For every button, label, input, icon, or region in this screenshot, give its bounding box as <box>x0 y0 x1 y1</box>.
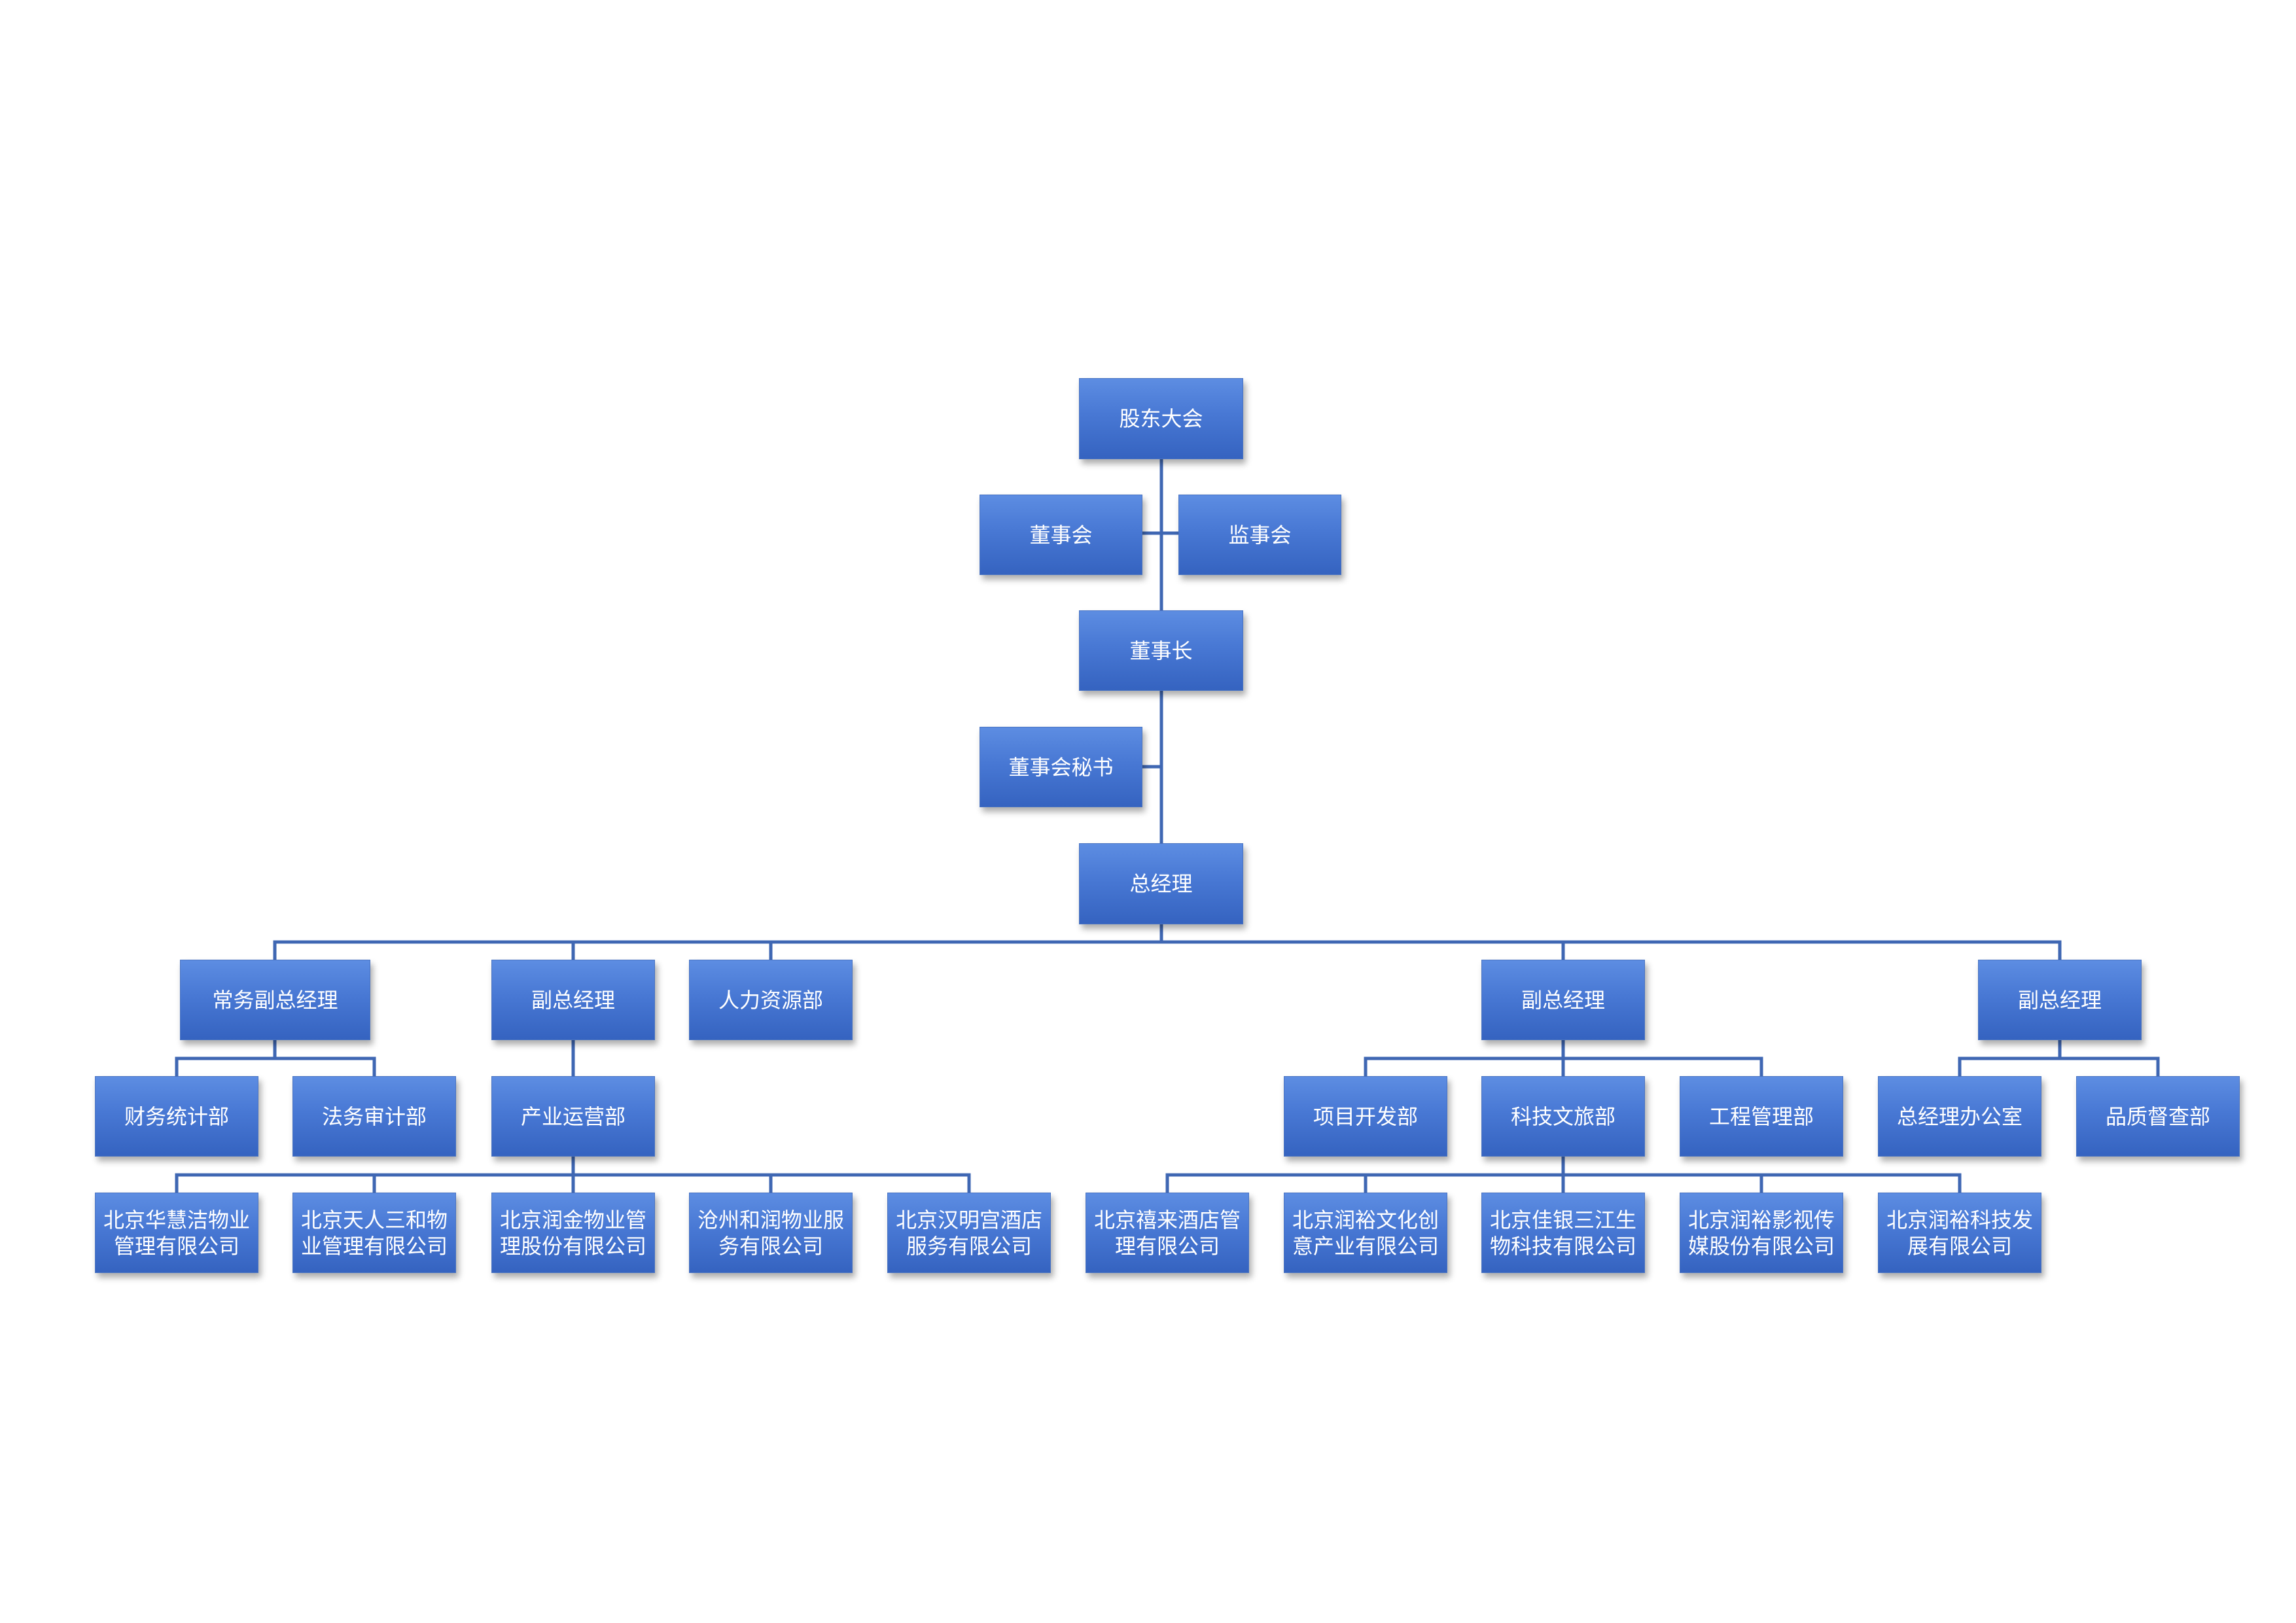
node-company-jiayin-sanjiang: 北京佳银三江生 物科技有限公司 <box>1481 1193 1645 1273</box>
node-general-manager: 总经理 <box>1079 843 1243 924</box>
node-quality-supervision-dept: 品质督查部 <box>2076 1076 2240 1157</box>
node-finance-statistics-dept: 财务统计部 <box>95 1076 258 1157</box>
node-company-cangzhou-herun: 沧州和润物业服 务有限公司 <box>689 1193 853 1273</box>
node-company-huahuijie: 北京华慧洁物业 管理有限公司 <box>95 1193 258 1273</box>
node-engineering-management-dept: 工程管理部 <box>1680 1076 1843 1157</box>
node-vice-gm-left: 副总经理 <box>491 960 655 1040</box>
node-board-of-directors: 董事会 <box>980 495 1142 575</box>
node-chairman: 董事长 <box>1079 610 1243 691</box>
node-company-hanminggong: 北京汉明宫酒店 服务有限公司 <box>887 1193 1051 1273</box>
node-company-runyu-tech: 北京润裕科技发 展有限公司 <box>1878 1193 2041 1273</box>
node-tech-culture-tourism-dept: 科技文旅部 <box>1481 1076 1645 1157</box>
node-industry-operations-dept: 产业运营部 <box>491 1076 655 1157</box>
node-board-secretary: 董事会秘书 <box>980 727 1142 807</box>
node-vice-gm-middle: 副总经理 <box>1481 960 1645 1040</box>
node-project-development-dept: 项目开发部 <box>1284 1076 1447 1157</box>
node-company-xilai: 北京禧来酒店管 理有限公司 <box>1086 1193 1249 1273</box>
node-board-of-supervisors: 监事会 <box>1178 495 1341 575</box>
node-company-runyu-culture: 北京润裕文化创 意产业有限公司 <box>1284 1193 1447 1273</box>
node-gm-office: 总经理办公室 <box>1878 1076 2041 1157</box>
node-legal-audit-dept: 法务审计部 <box>292 1076 456 1157</box>
node-vice-gm-right: 副总经理 <box>1978 960 2142 1040</box>
node-company-runyu-film: 北京润裕影视传 媒股份有限公司 <box>1680 1193 1843 1273</box>
node-shareholders-meeting: 股东大会 <box>1079 378 1243 459</box>
node-company-tianrensanhe: 北京天人三和物 业管理有限公司 <box>292 1193 456 1273</box>
node-company-runjin: 北京润金物业管 理股份有限公司 <box>491 1193 655 1273</box>
node-executive-vice-gm: 常务副总经理 <box>180 960 370 1040</box>
node-hr-department: 人力资源部 <box>689 960 853 1040</box>
